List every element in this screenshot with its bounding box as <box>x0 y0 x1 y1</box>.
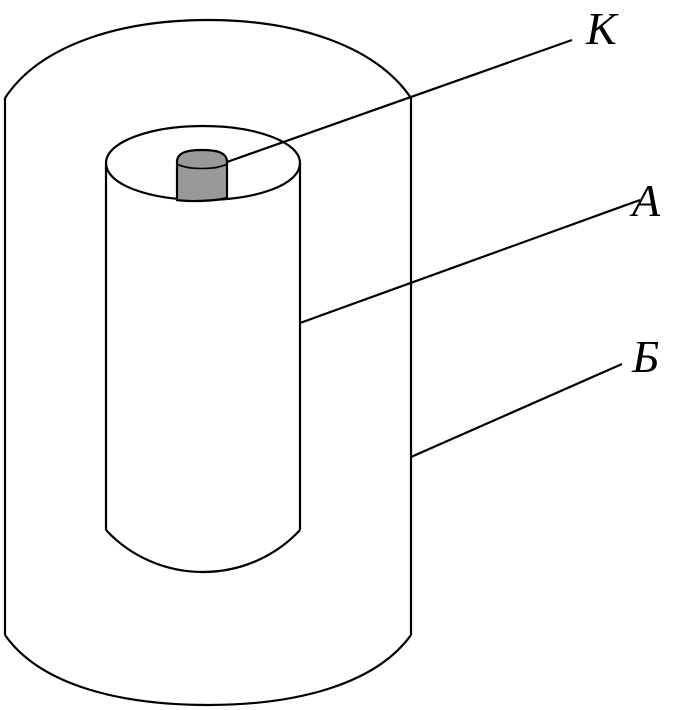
outer-cylinder-bottom-arc <box>4 634 412 707</box>
leader-line-b <box>410 362 623 459</box>
leader-line-a <box>299 198 641 325</box>
core-rod-top-edge <box>176 163 228 170</box>
core-rod <box>175 148 229 203</box>
leader-line-k <box>226 38 573 164</box>
label-k: K <box>586 3 617 54</box>
outer-cylinder-top-arc <box>4 18 412 99</box>
inner-cylinder-bottom-arc <box>105 529 301 574</box>
label-a: A <box>632 175 661 226</box>
label-b: Б <box>632 331 660 382</box>
